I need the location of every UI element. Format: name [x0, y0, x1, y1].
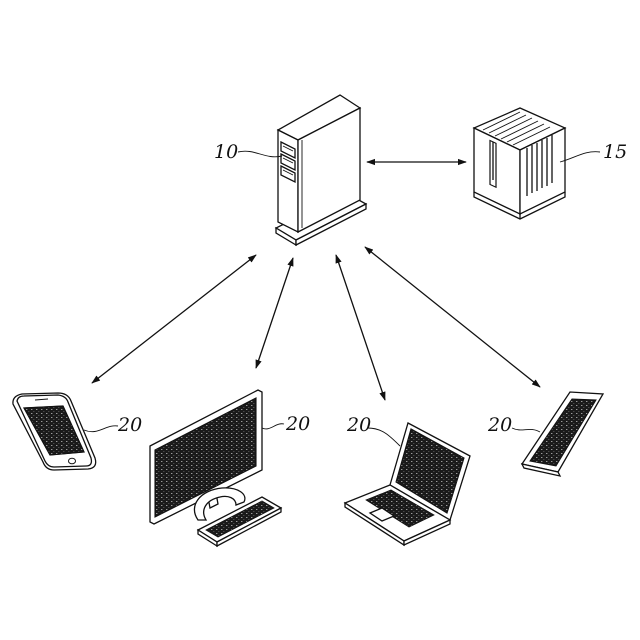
- laptop-icon: [345, 423, 470, 545]
- desktop-leader-line: [262, 424, 284, 429]
- desktop-icon: [150, 390, 281, 546]
- storage-ref-label: 15: [603, 141, 627, 163]
- tablet-leader-line: [512, 428, 540, 432]
- tablet-ref-label: 20: [487, 414, 512, 436]
- arrow-server-smartphone: [92, 255, 256, 383]
- smartphone-icon: [13, 393, 96, 470]
- arrow-server-tablet: [365, 247, 540, 387]
- laptop-leader-line: [368, 428, 400, 446]
- arrow-server-laptop: [336, 255, 385, 400]
- desktop-ref-label: 20: [285, 413, 310, 435]
- arrow-server-desktop: [256, 258, 293, 368]
- smartphone-ref-label: 20: [117, 414, 142, 436]
- server-icon: [276, 95, 366, 245]
- laptop-ref-label: 20: [346, 414, 371, 436]
- storage-leader-line: [560, 152, 600, 162]
- server-ref-label: 10: [214, 141, 238, 163]
- storage-icon: [474, 108, 565, 219]
- server-leader-line: [238, 151, 282, 157]
- tablet-icon: [522, 392, 603, 476]
- smartphone-leader-line: [84, 426, 118, 432]
